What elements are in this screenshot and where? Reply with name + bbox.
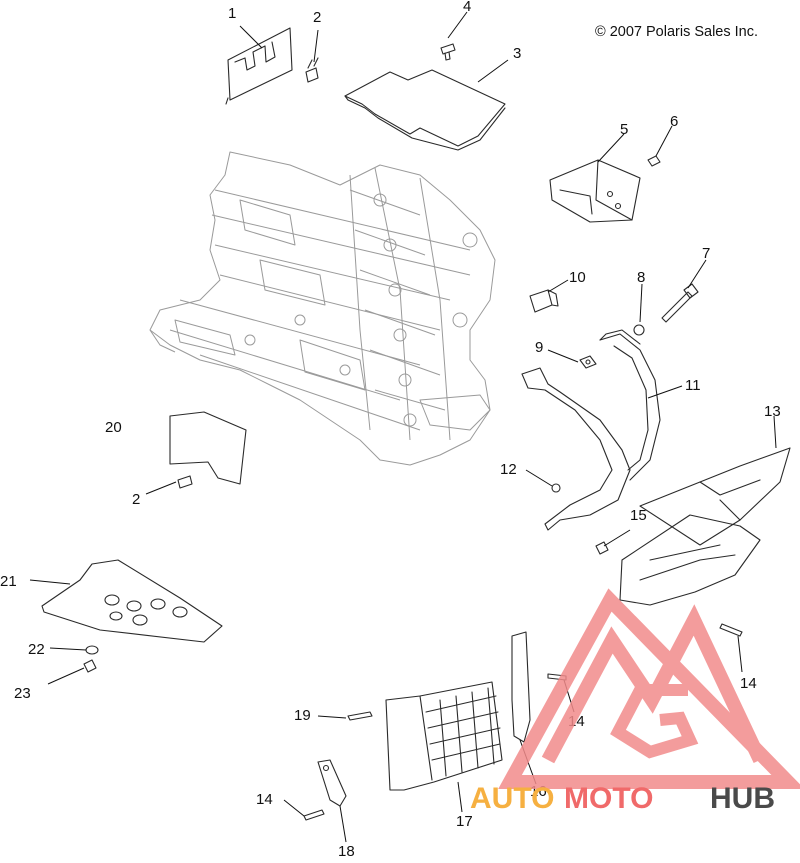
callout-20: 20	[105, 419, 122, 436]
callout-21: 21	[0, 573, 17, 590]
callout-5: 5	[620, 121, 628, 138]
watermark-text: AUTO MOTO HUB	[470, 782, 775, 815]
callout-3: 3	[513, 45, 521, 62]
part-2-pin-lower	[177, 475, 193, 489]
watermark-text-auto: AUTO	[470, 782, 554, 815]
part-12-washer	[551, 483, 561, 493]
part-5-bracket	[549, 159, 641, 223]
copyright-notice: © 2007 Polaris Sales Inc.	[595, 24, 758, 40]
callout-19: 19	[294, 707, 311, 724]
callout-22: 22	[28, 641, 45, 658]
part-18-bracket	[317, 759, 347, 807]
callout-8: 8	[637, 269, 645, 286]
callout-4: 4	[463, 0, 471, 15]
callout-17: 17	[456, 813, 473, 830]
part-skid-lower	[619, 514, 761, 606]
part-1-bracket	[225, 27, 293, 105]
callout-23: 23	[14, 685, 31, 702]
callout-18: 18	[338, 843, 355, 858]
part-8-washer	[633, 324, 645, 336]
callout-1: 1	[228, 5, 236, 22]
part-2-pin-top	[305, 57, 319, 83]
callout-13: 13	[764, 403, 781, 420]
part-10-block	[529, 289, 559, 313]
part-4-rivet	[440, 43, 456, 61]
part-23-nut	[83, 659, 97, 673]
part-14-bolt-right	[719, 623, 743, 637]
part-13-skid	[639, 447, 791, 546]
callout-10: 10	[569, 269, 586, 286]
callout-14-lower: 14	[256, 791, 273, 808]
callout-14-right: 14	[740, 675, 757, 692]
part-14-bolt-lower	[303, 809, 325, 821]
callout-9: 9	[535, 339, 543, 356]
part-20-plate	[169, 411, 247, 485]
callout-2-lower: 2	[132, 491, 140, 508]
part-16-bar	[511, 631, 531, 743]
callout-15: 15	[630, 507, 647, 524]
part-9-nut	[579, 355, 597, 369]
chassis-frame	[149, 151, 496, 466]
callout-7: 7	[702, 245, 710, 262]
leader-lines	[29, 11, 777, 843]
part-19-screw	[347, 711, 373, 721]
part-15-rivet	[595, 541, 609, 555]
part-17-grille	[385, 681, 503, 791]
callout-numbers: 1 2 4 3 5 6 7 10 8 9 11 13 12 20 2 15 21…	[0, 0, 781, 860]
part-3-panel	[344, 69, 506, 151]
part-21-front-skid	[41, 559, 223, 643]
callout-11: 11	[685, 377, 701, 394]
part-7-bolt	[661, 283, 699, 323]
watermark-logo	[498, 588, 800, 789]
callout-12: 12	[500, 461, 517, 478]
callout-2-top: 2	[313, 9, 321, 26]
watermark-text-hub: HUB	[710, 782, 775, 815]
part-22-washer	[85, 645, 99, 655]
part-6-nut	[647, 155, 661, 167]
callout-6: 6	[670, 113, 678, 130]
watermark-text-moto: MOTO	[564, 782, 653, 815]
part-11-bumper	[521, 329, 661, 531]
